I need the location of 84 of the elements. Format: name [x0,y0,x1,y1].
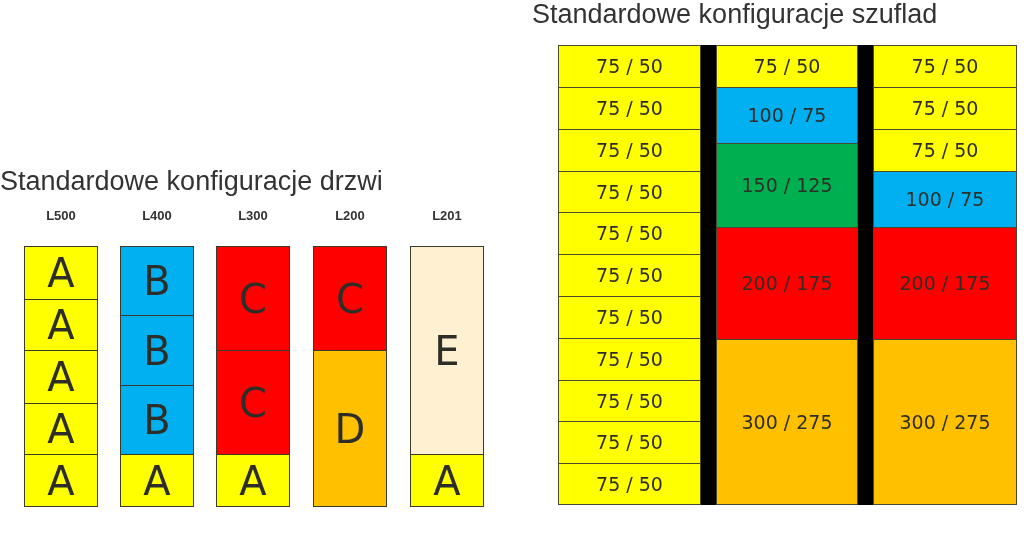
drawer-size-label: 100 / 75 [747,105,827,127]
drawer-module [558,212,701,256]
door-module [121,247,193,316]
door-module [217,247,289,351]
door-module [314,247,386,351]
module-letter: A [47,460,75,501]
door-module [121,315,193,385]
drawer-module [558,254,701,298]
drawer-cabinet [558,45,1017,505]
drawer-module [558,129,701,173]
column-label: L300 [238,208,268,224]
drawer-size-label: 75 / 50 [596,140,663,162]
drawer-size-label: 75 / 50 [911,140,979,162]
drawer-size-label: 300 / 275 [899,411,991,433]
drawer-size-label: 75 / 50 [596,307,663,329]
module-letter: B [143,261,171,302]
module-letter: A [47,409,75,450]
drawer-module [873,339,1017,505]
drawer-size-label: 75 / 50 [911,98,979,120]
drawer-module [873,45,1017,89]
drawer-size-label: 75 / 50 [596,181,663,203]
drawer-size-label: 75 / 50 [596,56,663,78]
column-label: L200 [335,208,365,224]
door-module [25,454,97,506]
door-module [121,454,193,506]
drawer-size-label: 200 / 175 [741,273,833,295]
drawer-module [558,338,701,382]
drawer-size-label: 75 / 50 [596,98,663,120]
drawer-module [558,171,701,214]
drawer-size-label: 300 / 275 [741,411,833,433]
door-module [25,402,97,455]
section-title: Standardowe konfiguracje szuflad [532,0,938,31]
module-letter: E [434,330,460,371]
module-letter: C [336,278,364,319]
drawer-module [558,463,701,505]
drawer-module [716,227,858,341]
column-label: L400 [142,208,172,224]
module-letter: C [239,382,267,423]
column-label: L500 [46,208,76,224]
drawer-module [558,45,701,89]
drawer-size-label: 75 / 50 [596,432,663,454]
door-module [217,454,289,506]
drawer-size-label: 75 / 50 [596,223,663,245]
door-module [121,384,193,455]
drawer-size-label: 75 / 50 [753,56,821,78]
module-letter: A [47,357,75,397]
drawer-module [558,296,701,340]
module-letter: B [143,330,171,371]
drawer-size-label: 200 / 175 [899,273,991,295]
module-letter: D [334,408,366,449]
drawer-size-label: 75 / 50 [596,473,663,495]
module-letter: A [433,460,461,501]
drawer-module [716,143,858,229]
drawer-module [873,227,1017,341]
drawer-module [873,87,1017,131]
drawer-module [716,339,858,505]
drawer-size-label: 75 / 50 [596,390,663,412]
door-module [25,298,97,351]
drawer-size-label: 150 / 125 [741,175,833,197]
drawer-module [558,380,701,423]
drawer-module [716,87,858,145]
drawer-module [873,129,1017,173]
door-module [411,454,483,506]
module-letter: A [143,460,171,501]
module-letter: B [143,400,171,441]
drawer-size-label: 75 / 50 [911,56,979,78]
drawer-size-label: 75 / 50 [596,349,663,371]
section-title: Standardowe konfiguracje drzwi [0,166,383,198]
drawer-module [716,45,858,89]
drawer-size-label: 100 / 75 [905,189,985,211]
door-module [25,247,97,299]
column-label: L201 [432,208,462,224]
drawer-module [558,87,701,131]
module-letter: A [47,304,75,345]
drawer-size-label: 75 / 50 [596,265,663,287]
door-module [411,247,483,455]
door-module [314,350,386,506]
drawer-module [873,171,1017,229]
module-letter: A [47,252,75,293]
door-module [217,350,289,455]
module-letter: A [239,460,267,501]
drawer-module [558,421,701,465]
module-letter: C [239,278,267,319]
door-module [25,350,97,403]
